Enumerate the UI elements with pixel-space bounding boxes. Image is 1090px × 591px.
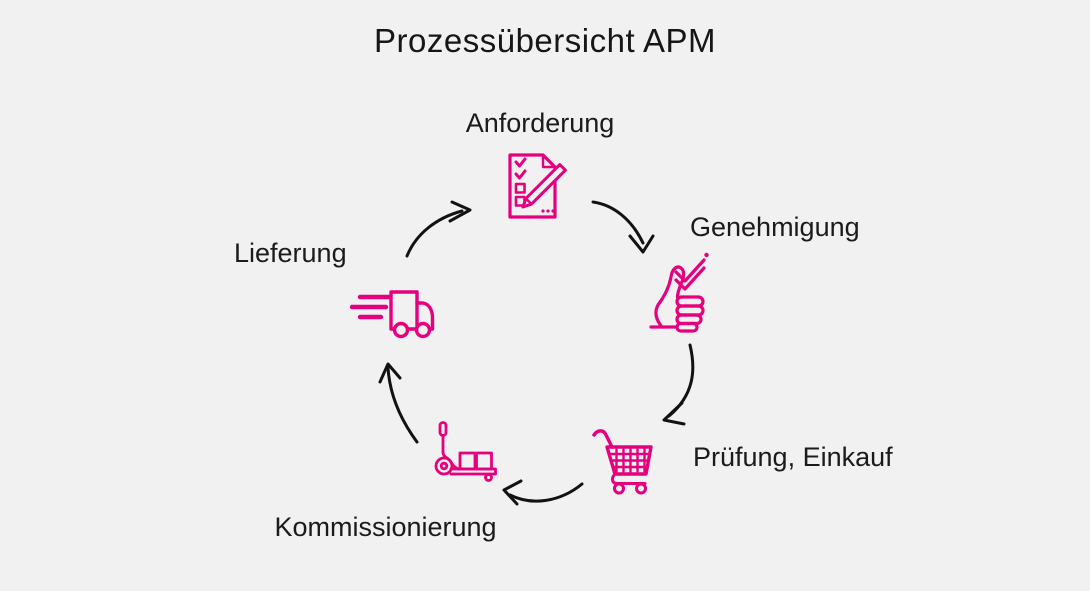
arrow-lieferung-to-anforderung [405, 200, 472, 258]
step-pruefung-einkauf: Prüfung, Einkauf [585, 420, 930, 500]
shopping-cart-icon [592, 429, 653, 495]
step-label: Anforderung [465, 108, 615, 138]
step-label: Genehmigung [690, 212, 860, 242]
arrow-kommissionierung-to-lieferung [378, 362, 419, 444]
checklist-pencil-icon [508, 153, 567, 219]
step-label: Kommissionierung [274, 512, 497, 542]
step-label: Prüfung, Einkauf [693, 442, 893, 472]
step-anforderung: Anforderung [440, 108, 640, 226]
arrow-anforderung-to-genehmigung [591, 200, 655, 254]
arrow-pruefung-to-kommissionierung [502, 479, 584, 506]
delivery-truck-icon [349, 290, 435, 339]
step-genehmigung: Genehmigung [640, 210, 890, 334]
step-label: Lieferung [234, 238, 347, 268]
step-kommissionierung: Kommissionierung [248, 418, 523, 548]
page-title: Prozessübersicht APM [374, 22, 716, 59]
arrow-genehmigung-to-pruefung [662, 343, 695, 426]
step-lieferung: Lieferung [230, 234, 440, 346]
pallet-jack-icon [434, 421, 497, 482]
thumbs-up-check-icon [649, 252, 709, 333]
